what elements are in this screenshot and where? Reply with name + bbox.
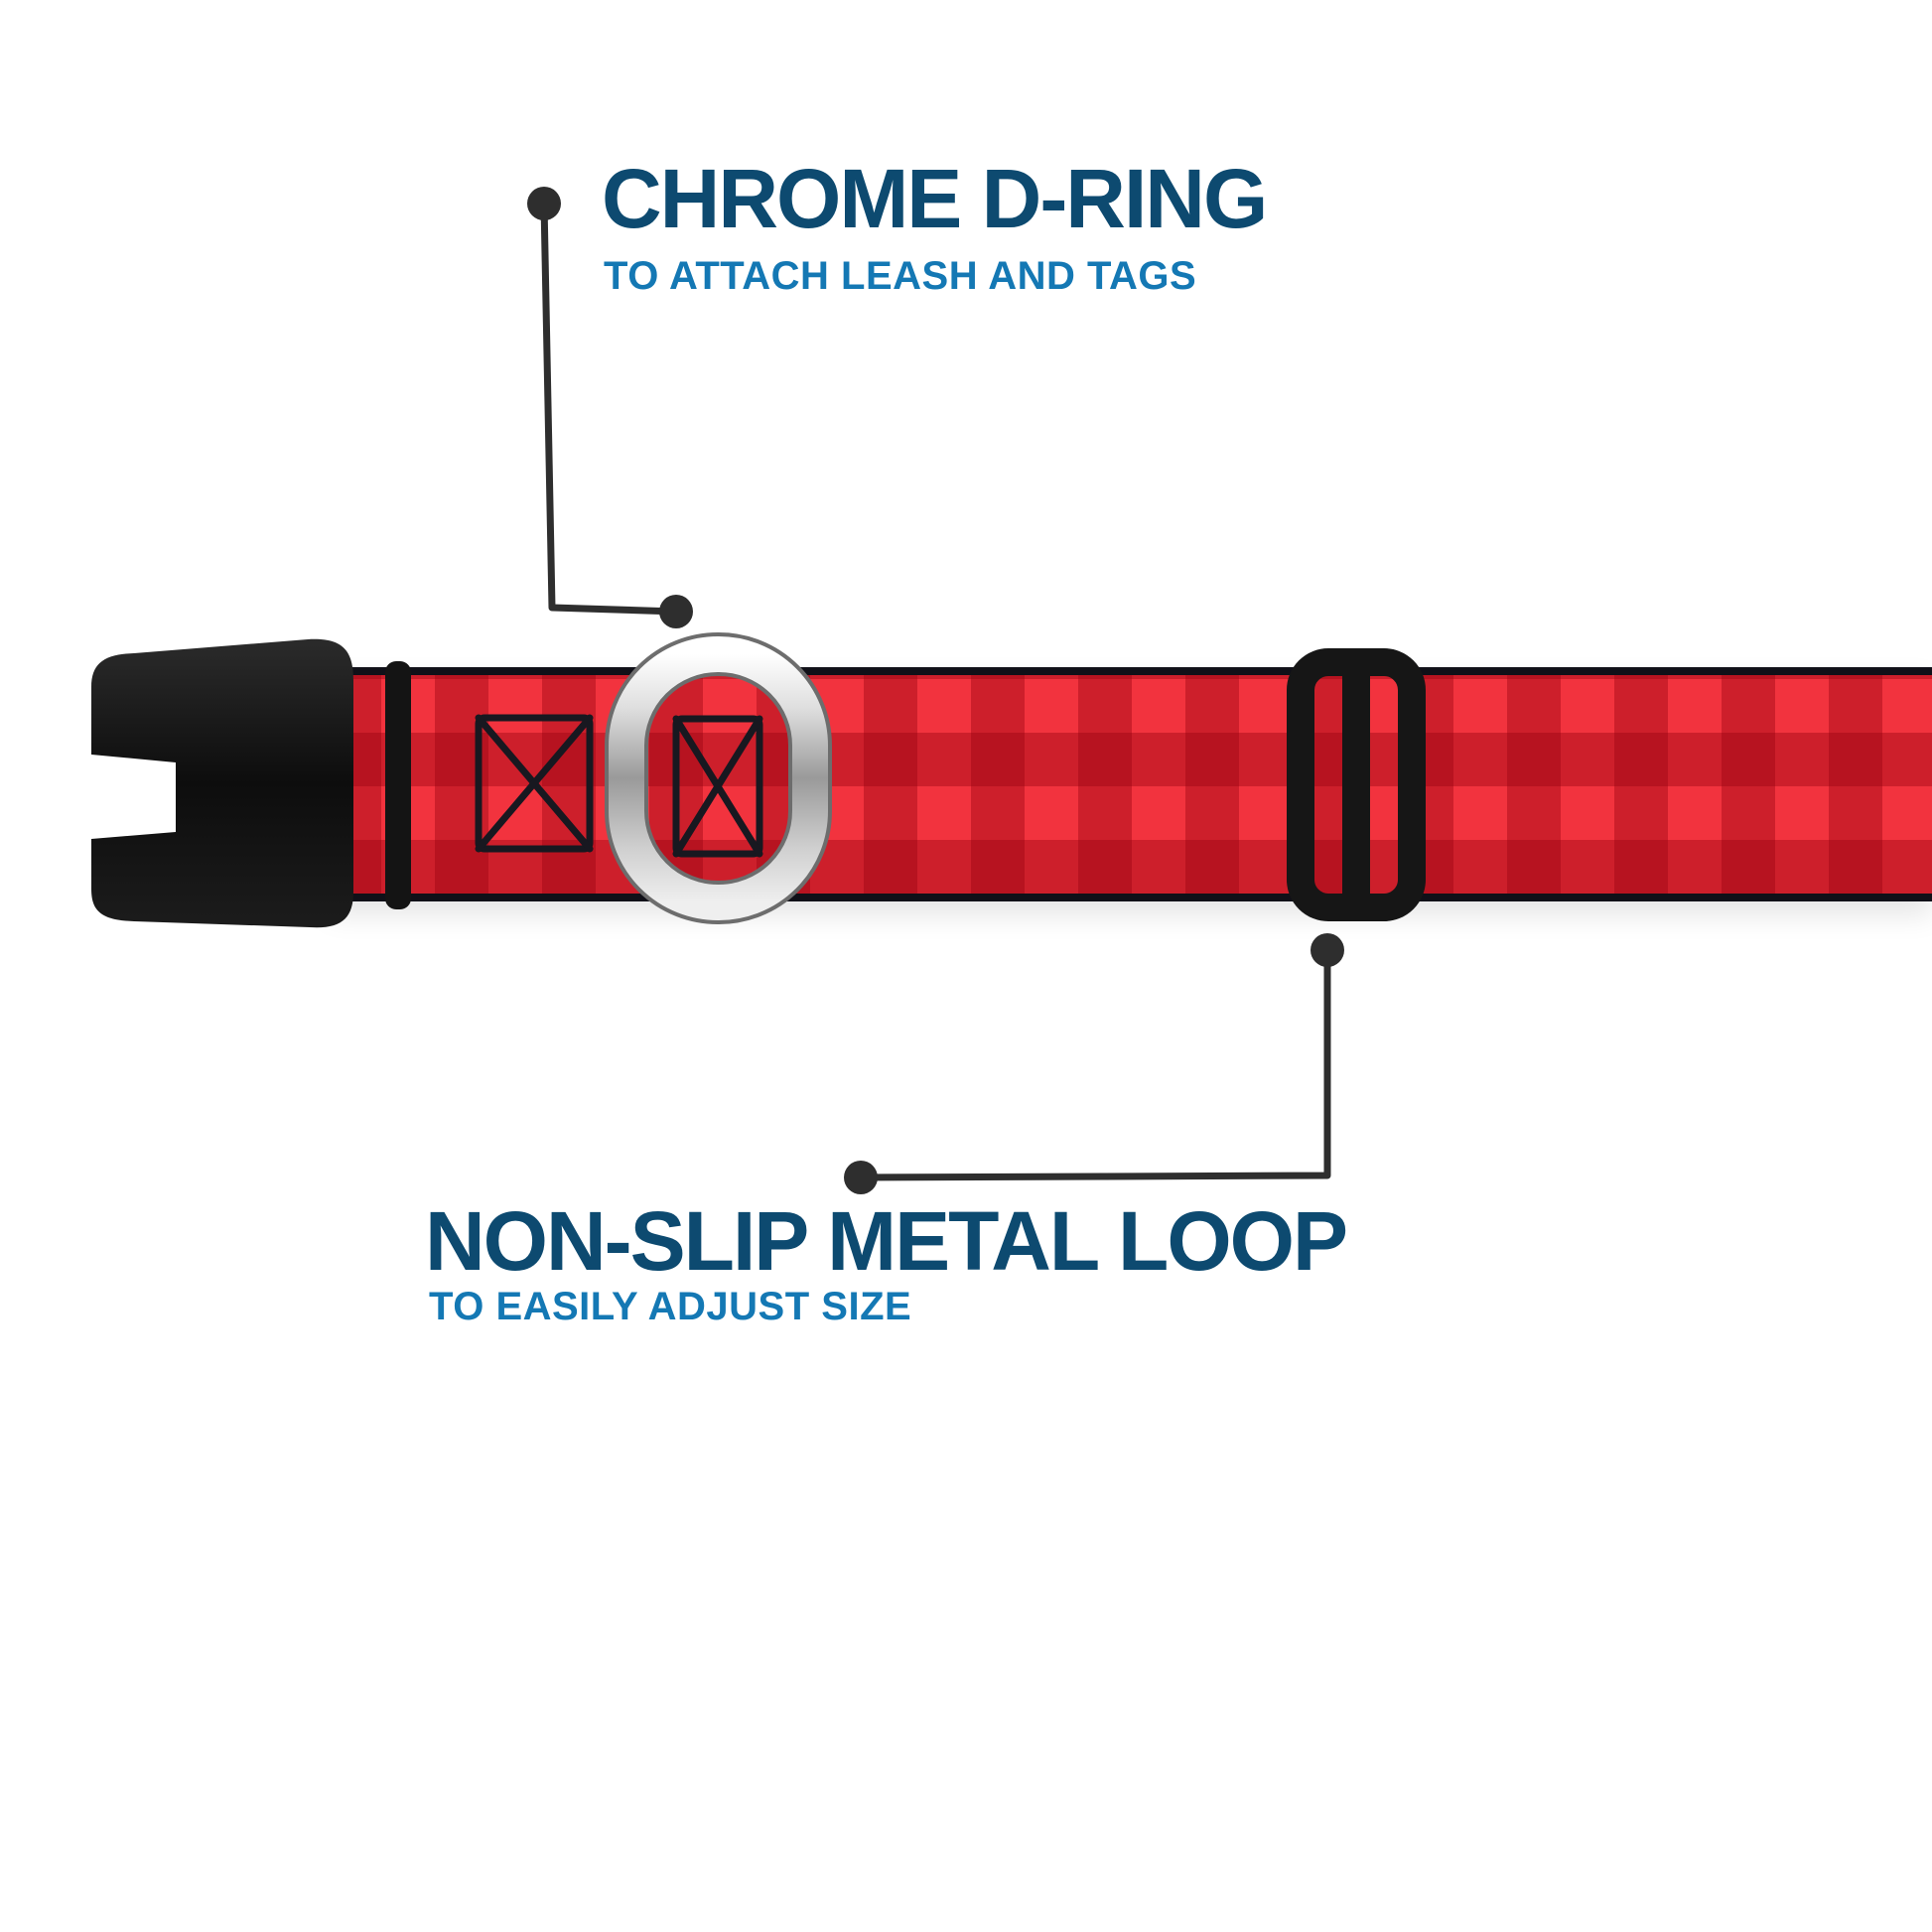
collar-strap [328, 667, 1932, 901]
dring-callout-title: CHROME D-RING [602, 152, 1268, 245]
loop-callout-line [857, 946, 1331, 1181]
slider-loop-icon [1287, 648, 1426, 921]
loop-callout-dot-bottom [844, 1161, 878, 1194]
dring-callout-line [540, 200, 680, 616]
stitch-box-right-icon [672, 715, 763, 858]
buckle-icon [91, 638, 411, 928]
stitch-box-left-icon [475, 714, 594, 853]
dring-callout-dot-bottom [659, 595, 693, 628]
loop-callout-dot-top [1311, 933, 1344, 967]
loop-callout-title: NON-SLIP METAL LOOP [425, 1194, 1348, 1288]
d-ring-icon [605, 632, 832, 924]
loop-callout-subtitle: TO EASILY ADJUST SIZE [429, 1285, 912, 1328]
dring-callout-dot-top [527, 187, 561, 220]
dring-callout-subtitle: TO ATTACH LEASH AND TAGS [604, 254, 1197, 298]
